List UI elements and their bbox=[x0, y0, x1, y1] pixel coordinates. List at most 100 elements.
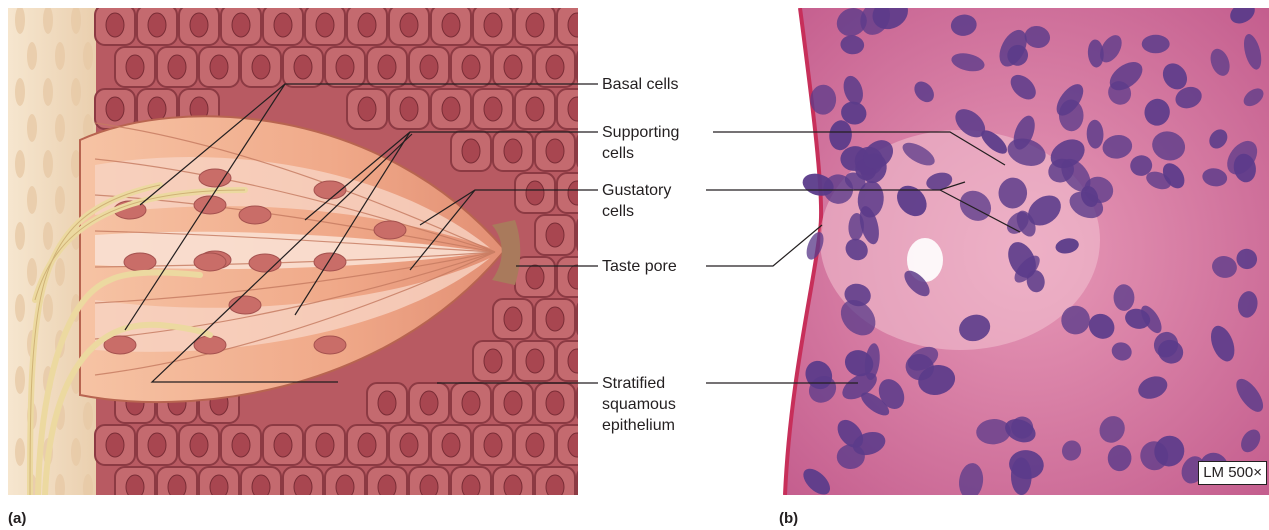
label-supporting-cells: Supporting cells bbox=[602, 122, 679, 164]
cell-nucleus bbox=[546, 391, 564, 415]
cell-nucleus bbox=[190, 433, 208, 457]
cell-nucleus bbox=[316, 433, 334, 457]
connective-cell bbox=[55, 114, 65, 142]
cell-nucleus bbox=[588, 223, 606, 247]
cell-nucleus bbox=[420, 475, 438, 499]
cell-nucleus bbox=[526, 433, 544, 457]
cell-nucleus bbox=[462, 55, 480, 79]
cell-nucleus bbox=[588, 307, 606, 331]
cell-nucleus bbox=[546, 475, 564, 499]
connective-cell bbox=[55, 42, 65, 70]
cell-nucleus bbox=[126, 475, 144, 499]
bud-cell-nucleus bbox=[314, 336, 346, 354]
cell-nucleus bbox=[400, 13, 418, 37]
cell-nucleus bbox=[106, 433, 124, 457]
cell-nucleus bbox=[504, 391, 522, 415]
bud-cell-nucleus bbox=[314, 253, 346, 271]
bud-cell-nucleus bbox=[124, 253, 156, 271]
cell-nucleus bbox=[378, 475, 396, 499]
cell-nucleus bbox=[442, 13, 460, 37]
cell-nucleus bbox=[358, 13, 376, 37]
cell-nucleus bbox=[358, 433, 376, 457]
cell-nucleus bbox=[526, 349, 544, 373]
cell-nucleus bbox=[504, 307, 522, 331]
connective-cell bbox=[55, 186, 65, 214]
cell-nucleus bbox=[484, 13, 502, 37]
connective-cell bbox=[15, 222, 25, 250]
cell-nucleus bbox=[316, 13, 334, 37]
connective-cell bbox=[15, 366, 25, 394]
connective-cell bbox=[83, 474, 93, 502]
cell-nucleus bbox=[484, 349, 502, 373]
cell-nucleus bbox=[588, 475, 606, 499]
cell-nucleus bbox=[400, 97, 418, 121]
cell-nucleus bbox=[274, 13, 292, 37]
cell-nucleus bbox=[462, 475, 480, 499]
cell-nucleus bbox=[252, 475, 270, 499]
connective-cell bbox=[43, 150, 53, 178]
connective-cell bbox=[27, 42, 37, 70]
connective-cell bbox=[43, 222, 53, 250]
cell-nucleus bbox=[210, 55, 228, 79]
connective-cell bbox=[27, 186, 37, 214]
label-taste-pore: Taste pore bbox=[602, 256, 677, 277]
label-stratified-squamous-epithelium: Stratified squamous epithelium bbox=[602, 373, 676, 436]
stained-nucleus bbox=[1142, 35, 1170, 54]
connective-cell bbox=[27, 114, 37, 142]
cell-nucleus bbox=[420, 55, 438, 79]
connective-cell bbox=[27, 258, 37, 286]
cell-nucleus bbox=[462, 139, 480, 163]
cell-nucleus bbox=[336, 55, 354, 79]
cell-nucleus bbox=[546, 55, 564, 79]
cell-nucleus bbox=[106, 97, 124, 121]
cell-nucleus bbox=[526, 97, 544, 121]
bud-cell-nucleus bbox=[194, 253, 226, 271]
cell-nucleus bbox=[232, 13, 250, 37]
bud-cell-nucleus bbox=[229, 296, 261, 314]
connective-cell bbox=[15, 78, 25, 106]
cell-nucleus bbox=[568, 265, 586, 289]
cell-nucleus bbox=[568, 433, 586, 457]
cell-nucleus bbox=[568, 349, 586, 373]
cell-nucleus bbox=[378, 391, 396, 415]
connective-cell bbox=[43, 78, 53, 106]
cell-nucleus bbox=[484, 433, 502, 457]
cell-nucleus bbox=[442, 97, 460, 121]
cell-nucleus bbox=[504, 139, 522, 163]
cell-nucleus bbox=[210, 475, 228, 499]
bud-cell-nucleus bbox=[199, 169, 231, 187]
epithelial-cell bbox=[577, 467, 617, 507]
taste-bud-illustration bbox=[8, 5, 617, 507]
cell-nucleus bbox=[526, 181, 544, 205]
connective-cell bbox=[71, 78, 81, 106]
magnification-label: LM 500× bbox=[1198, 461, 1267, 485]
panel-a-label: (a) bbox=[8, 510, 26, 527]
bud-cell-nucleus bbox=[239, 206, 271, 224]
connective-cell bbox=[71, 6, 81, 34]
cell-nucleus bbox=[252, 55, 270, 79]
cell-nucleus bbox=[568, 97, 586, 121]
cell-nucleus bbox=[526, 265, 544, 289]
connective-cell bbox=[15, 6, 25, 34]
connective-cell bbox=[55, 258, 65, 286]
connective-cell bbox=[71, 438, 81, 466]
cell-nucleus bbox=[462, 391, 480, 415]
connective-cell bbox=[55, 474, 65, 502]
panel-b-label: (b) bbox=[779, 510, 798, 527]
cell-nucleus bbox=[504, 475, 522, 499]
cell-nucleus bbox=[294, 55, 312, 79]
label-basal-cells: Basal cells bbox=[602, 74, 678, 95]
cell-nucleus bbox=[106, 13, 124, 37]
cell-nucleus bbox=[168, 55, 186, 79]
cell-nucleus bbox=[126, 55, 144, 79]
cell-nucleus bbox=[568, 13, 586, 37]
cell-nucleus bbox=[294, 475, 312, 499]
cell-nucleus bbox=[546, 223, 564, 247]
connective-cell bbox=[43, 6, 53, 34]
light-micrograph bbox=[779, 0, 1269, 501]
connective-cell bbox=[83, 42, 93, 70]
bud-cell-nucleus bbox=[374, 221, 406, 239]
bud-cell-nucleus bbox=[194, 336, 226, 354]
connective-cell bbox=[83, 402, 93, 430]
connective-cell bbox=[15, 150, 25, 178]
